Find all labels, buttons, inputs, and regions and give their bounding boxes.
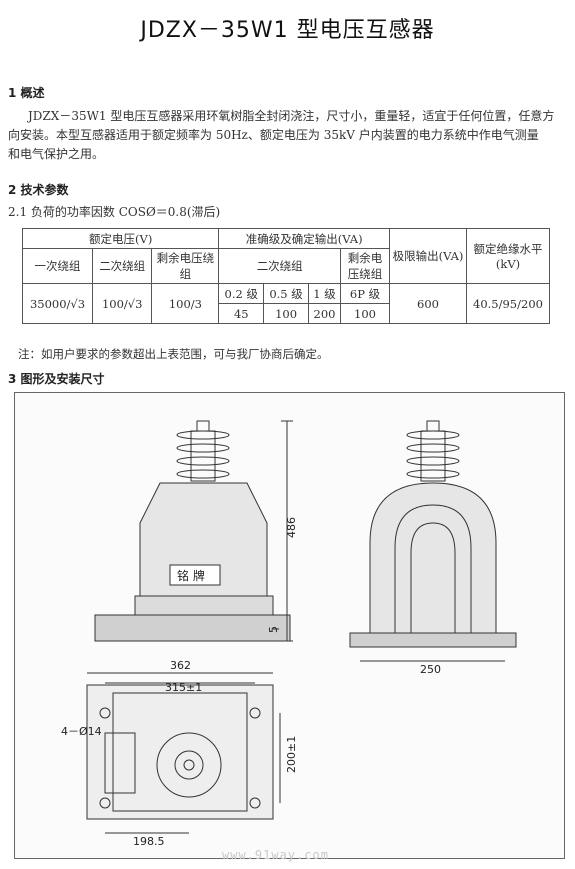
section-params-heading: 2 技术参数 [8,183,69,197]
class-1: 1 级 [307,283,342,304]
params-subheading: 2.1 负荷的功率因数 COSØ＝0.8(滞后) [8,205,221,219]
watermark: www.91way.com [222,848,329,862]
dim-height: 486 [285,517,298,538]
technical-drawing: 铭 牌 486 5 250 362 315±1 4－Ø14 200±1 198.… [14,392,565,859]
hdr-rated-voltage: 额定电压(V) [21,228,220,249]
val-secondary: 100/√3 [91,283,153,324]
val-primary: 35000/√3 [22,283,93,324]
hdr-accuracy-output: 准确级及确定输出(VA) [218,228,390,249]
class-6p: 6P 级 [340,283,390,304]
hdr-residual: 剩余电压绕组 [151,248,220,284]
section-drawing-heading: 3 图形及安装尺寸 [8,372,105,386]
side-arch-outer [394,504,472,633]
overview-line-1: JDZX－35W1 型电压互感器采用环氧树脂全封闭浇注，尺寸小，重量轻，适宜于任… [28,109,555,123]
table-note: 注：如用户要求的参数超出上表范围，可与我厂协商后确定。 [18,347,329,361]
side-arch-inner [410,522,456,633]
hdr-sec-winding: 二次绕组 [218,248,341,284]
dim-total-width: 362 [170,659,191,672]
top-view [86,672,281,834]
side-insulator [406,420,460,482]
class-02: 0.2 级 [218,283,265,304]
out-6p: 100 [340,303,390,324]
side-body [369,482,497,642]
hdr-insulation: 额定绝缘水平(kV) [466,228,550,284]
nameplate-box [169,564,221,586]
hdr-res-winding: 剩余电压绕组 [340,248,390,284]
out-1: 200 [307,303,342,324]
out-05: 100 [263,303,309,324]
val-residual: 100/3 [151,283,220,324]
hdr-primary: 一次绕组 [22,248,93,284]
hdr-limit-output: 极限输出(VA) [389,228,467,284]
out-02: 45 [218,303,265,324]
front-base [94,614,291,642]
overview-line-3: 和电气保护之用。 [8,147,105,161]
hdr-secondary: 二次绕组 [91,248,153,284]
val-limit: 600 [389,283,467,324]
nameplate-label: 铭 牌 [177,568,205,583]
dim-offset: 198.5 [133,835,165,848]
drawing-svg: 铭 牌 486 5 250 362 315±1 4－Ø14 200±1 198.… [61,420,517,848]
dim-side-width: 250 [420,663,441,676]
section-overview-heading: 1 概述 [8,86,45,100]
front-flange [134,595,274,616]
overview-line-2: 向安装。本型互感器适用于额定频率为 50Hz、额定电压为 35kV 户内装置的电… [8,128,539,142]
dim-base: 5 [267,626,280,633]
dim-hole-depth: 200±1 [285,736,298,773]
dim-hole-span: 315±1 [165,681,202,694]
dim-holes: 4－Ø14 [61,725,102,738]
front-insulator [176,420,230,482]
side-base [349,632,517,648]
page-title: JDZX－35W1 型电压互感器 [140,18,435,43]
val-insulation: 40.5/95/200 [466,283,550,324]
spec-table: 额定电压(V) 准确级及确定输出(VA) 极限输出(VA) 额定绝缘水平(kV)… [21,228,550,324]
class-05: 0.5 级 [263,283,309,304]
